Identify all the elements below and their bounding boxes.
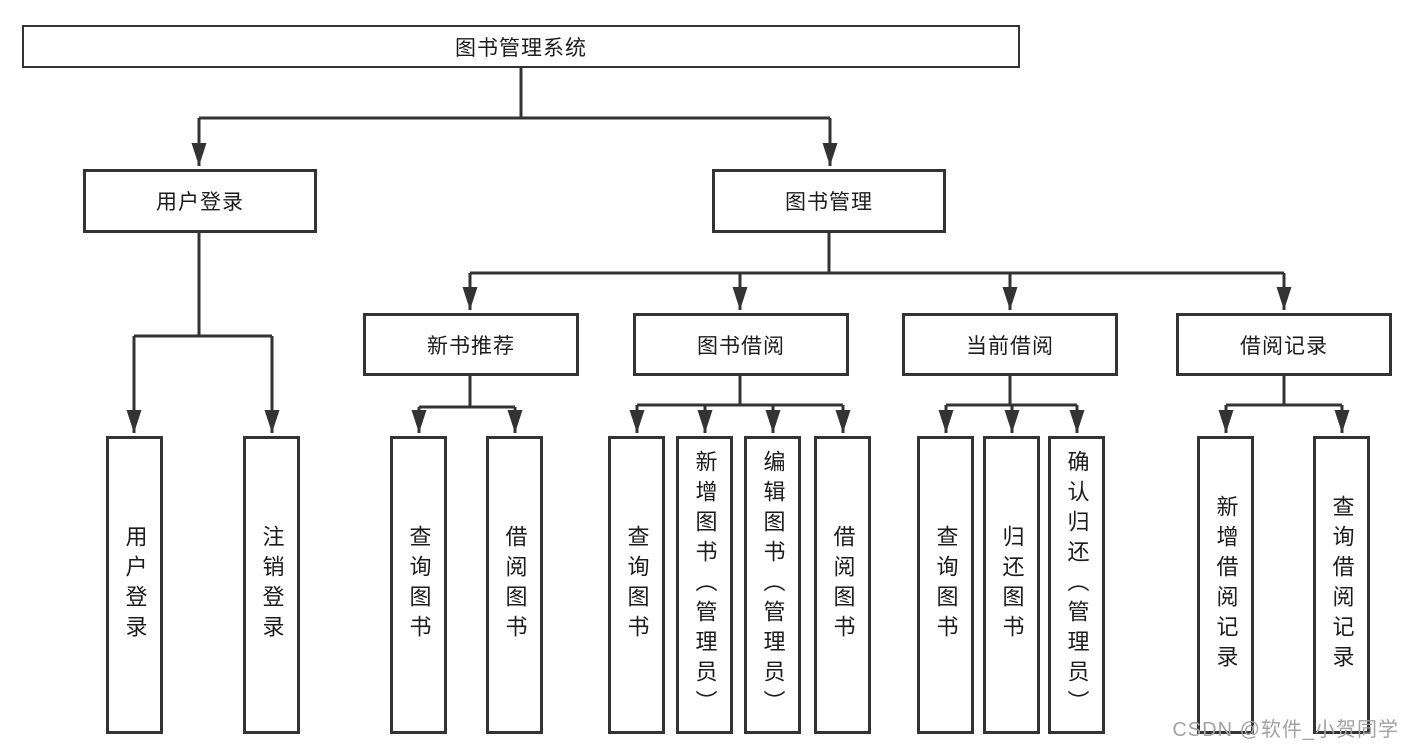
leaf-query-books-borrow: 查询图书 <box>608 436 665 734</box>
csdn-watermark: CSDN @软件_小贺同学 <box>1172 719 1399 741</box>
leaf-query-books-recommend: 查询图书 <box>390 436 447 734</box>
leaf-logout: 注销登录 <box>243 436 300 734</box>
leaf-edit-books-admin: 编辑图书（管理员） <box>744 436 801 734</box>
node-library-management-system: 图书管理系统 <box>22 25 1020 68</box>
leaf-borrow-books-recommend: 借阅图书 <box>486 436 543 734</box>
leaf-confirm-return-admin: 确认归还（管理员） <box>1048 436 1105 734</box>
node-book-management: 图书管理 <box>712 169 946 233</box>
leaf-query-borrow-record: 查询借阅记录 <box>1313 436 1370 734</box>
leaf-return-books: 归还图书 <box>983 436 1040 734</box>
node-book-borrow: 图书借阅 <box>633 313 849 376</box>
leaf-user-login: 用户登录 <box>106 436 163 734</box>
leaf-borrow-books: 借阅图书 <box>814 436 871 734</box>
leaf-query-books-current: 查询图书 <box>917 436 974 734</box>
node-user-login: 用户登录 <box>83 169 317 233</box>
leaf-add-books-admin: 新增图书（管理员） <box>676 436 733 734</box>
node-new-book-recommend: 新书推荐 <box>363 313 579 376</box>
leaf-add-borrow-record: 新增借阅记录 <box>1197 436 1254 734</box>
node-borrow-record: 借阅记录 <box>1176 313 1392 376</box>
node-current-borrow: 当前借阅 <box>902 313 1118 376</box>
